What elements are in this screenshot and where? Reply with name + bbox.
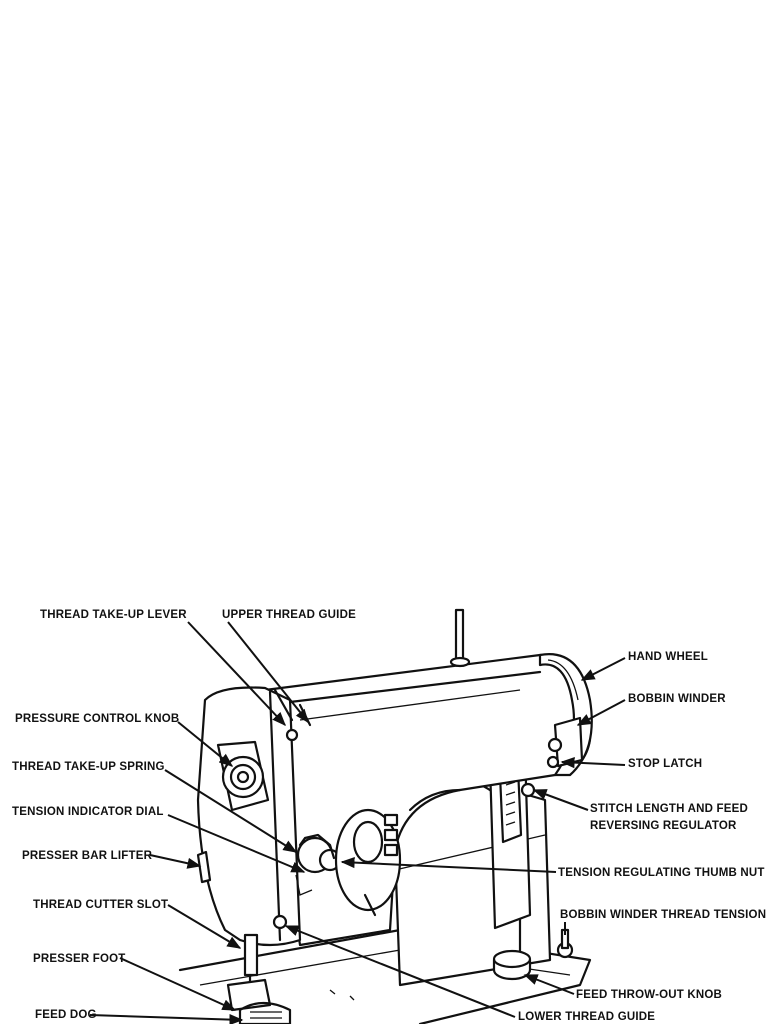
label-presser-bar-lifter: PRESSER BAR LIFTER xyxy=(22,850,153,862)
machine-head xyxy=(196,686,302,947)
leader-feed-dog xyxy=(89,1013,244,1024)
leader-feed-throw-out-knob xyxy=(523,974,575,995)
label-bobbin-winder-thread-tension: BOBBIN WINDER THREAD TENSION xyxy=(560,909,766,921)
leader-presser-bar-lifter xyxy=(149,854,202,869)
spool-pin xyxy=(449,608,471,668)
feed-throw-out-knob xyxy=(492,949,532,981)
label-lower-thread-guide: LOWER THREAD GUIDE xyxy=(518,1011,655,1023)
tension-assembly xyxy=(295,833,342,896)
leader-thread-cutter-slot xyxy=(167,904,242,949)
label-stitch-length-line2: REVERSING REGULATOR xyxy=(590,820,737,832)
face-cover-plate xyxy=(334,808,402,917)
label-hand-wheel: HAND WHEEL xyxy=(628,651,708,663)
leader-thread-take-up-spring xyxy=(164,769,298,853)
label-stitch-length-line1: STITCH LENGTH AND FEED xyxy=(590,803,748,815)
leader-tension-regulating-thumb-nut xyxy=(340,856,557,873)
label-thread-take-up-lever: THREAD TAKE-UP LEVER xyxy=(40,609,187,621)
label-bobbin-winder: BOBBIN WINDER xyxy=(628,693,726,705)
label-tension-regulating-thumb-nut: TENSION REGULATING THUMB NUT xyxy=(558,867,765,879)
label-pressure-control-knob: PRESSURE CONTROL KNOB xyxy=(15,713,179,725)
leader-stop-latch xyxy=(560,757,626,769)
leader-bobbin-winder xyxy=(576,699,626,726)
stitch-length-regulator xyxy=(488,750,536,930)
leader-stitch-length-regulator xyxy=(532,789,589,811)
label-presser-foot: PRESSER FOOT xyxy=(33,953,126,965)
bobbin-winder-thread-tension xyxy=(556,928,574,959)
leader-upper-thread-guide xyxy=(227,621,309,724)
label-upper-thread-guide: UPPER THREAD GUIDE xyxy=(222,609,356,621)
needle-and-presser-foot xyxy=(226,914,292,1024)
leader-lower-thread-guide xyxy=(284,925,516,1018)
label-tension-indicator-dial: TENSION INDICATOR DIAL xyxy=(12,806,164,818)
leader-lines xyxy=(89,621,626,1024)
label-thread-cutter-slot: THREAD CUTTER SLOT xyxy=(33,899,168,911)
leader-tension-indicator-dial xyxy=(167,814,306,873)
label-thread-take-up-spring: THREAD TAKE-UP SPRING xyxy=(12,761,165,773)
leader-pressure-control-knob xyxy=(177,721,234,767)
label-feed-dog: FEED DOG xyxy=(35,1009,97,1021)
labels: THREAD TAKE-UP LEVER UPPER THREAD GUIDE … xyxy=(12,609,766,1023)
leader-thread-take-up-lever xyxy=(187,621,286,727)
leader-presser-foot xyxy=(119,957,237,1011)
sewing-machine-illustration xyxy=(178,608,593,1024)
leader-hand-wheel xyxy=(580,657,626,681)
bobbin-winder xyxy=(546,716,584,769)
label-feed-throw-out-knob: FEED THROW-OUT KNOB xyxy=(576,989,722,1001)
label-stop-latch: STOP LATCH xyxy=(628,758,702,770)
